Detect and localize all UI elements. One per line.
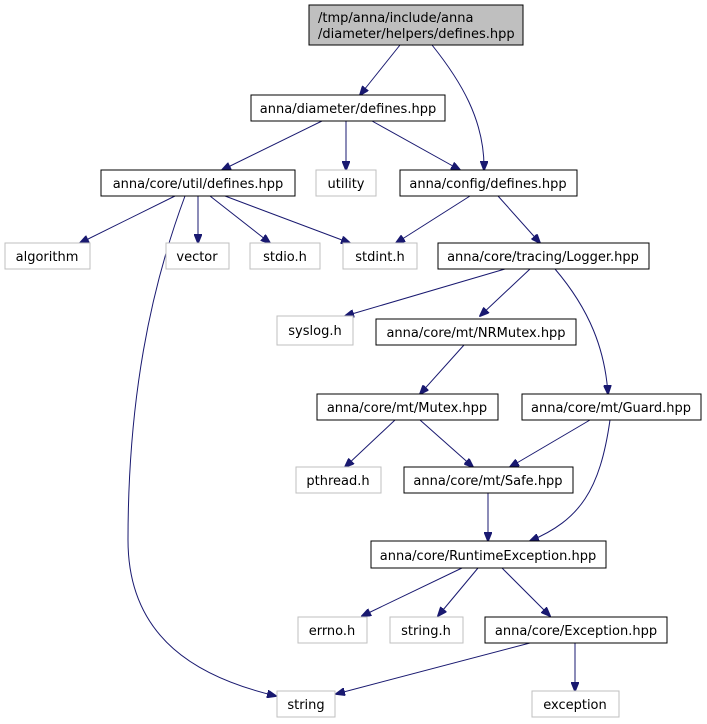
node-mutex[interactable]: anna/core/mt/Mutex.hpp <box>316 393 499 421</box>
node-diameter-defines-label: anna/diameter/defines.hpp <box>260 102 436 117</box>
node-logger[interactable]: anna/core/tracing/Logger.hpp <box>437 242 650 270</box>
node-config-defines-label: anna/config/defines.hpp <box>409 177 566 192</box>
node-errno-label: errno.h <box>309 624 356 639</box>
node-stdio[interactable]: stdio.h <box>249 242 321 270</box>
edge-util-to-stdio <box>209 195 270 243</box>
edge-util-to-algorithm <box>80 195 176 243</box>
edge-mutex-to-pthread <box>345 419 396 467</box>
edge-util-to-stdint <box>224 195 350 243</box>
edge-runtime-to-string-h <box>438 567 479 616</box>
node-syslog[interactable]: syslog.h <box>276 315 354 346</box>
edge-logger-to-syslog <box>345 268 506 316</box>
node-root[interactable]: /tmp/anna/include/anna /diameter/helpers… <box>308 4 524 46</box>
edge-diameter-to-util-defines <box>222 120 323 170</box>
node-utility-label: utility <box>328 177 365 192</box>
node-util-defines[interactable]: anna/core/util/defines.hpp <box>100 169 296 197</box>
node-mutex-label: anna/core/mt/Mutex.hpp <box>327 401 487 416</box>
node-exception[interactable]: exception <box>531 690 620 718</box>
node-util-defines-label: anna/core/util/defines.hpp <box>113 177 284 192</box>
node-algorithm[interactable]: algorithm <box>4 242 91 270</box>
edge-nrmutex-to-mutex <box>420 344 465 394</box>
edge-runtime-to-exception-hpp <box>501 567 550 616</box>
edge-exception-hpp-to-string <box>336 642 531 694</box>
node-root-label-line2: /diameter/helpers/defines.hpp <box>318 27 515 42</box>
edges <box>80 44 611 696</box>
node-root-label-line1: /tmp/anna/include/anna <box>318 11 473 26</box>
edge-config-to-stdint <box>396 195 471 243</box>
edge-util-to-string <box>127 195 276 696</box>
node-runtime-exception-label: anna/core/RuntimeException.hpp <box>380 549 596 564</box>
node-algorithm-label: algorithm <box>16 250 79 265</box>
edge-logger-to-nrmutex <box>480 268 531 316</box>
node-runtime-exception[interactable]: anna/core/RuntimeException.hpp <box>370 540 607 569</box>
edge-guard-to-runtime-exception <box>530 419 611 541</box>
node-logger-label: anna/core/tracing/Logger.hpp <box>447 250 639 265</box>
node-vector-label: vector <box>176 250 218 265</box>
nodes: /tmp/anna/include/anna /diameter/helpers… <box>4 4 702 718</box>
edge-logger-to-guard <box>554 268 608 394</box>
node-safe-label: anna/core/mt/Safe.hpp <box>413 474 562 489</box>
edge-root-to-config-defines <box>431 44 484 170</box>
node-utility[interactable]: utility <box>315 169 377 197</box>
edge-root-to-diameter-defines <box>360 44 401 95</box>
edge-mutex-to-safe <box>419 419 473 467</box>
node-nrmutex-label: anna/core/mt/NRMutex.hpp <box>386 326 565 341</box>
edge-diameter-to-config-defines <box>371 120 460 170</box>
node-string[interactable]: string <box>276 690 336 718</box>
node-errno[interactable]: errno.h <box>297 616 368 644</box>
node-stdint-label: stdint.h <box>355 250 404 265</box>
edge-guard-to-safe <box>510 419 591 467</box>
node-exception-hpp-label: anna/core/Exception.hpp <box>495 624 657 639</box>
node-exception-hpp[interactable]: anna/core/Exception.hpp <box>484 616 668 644</box>
node-guard-label: anna/core/mt/Guard.hpp <box>531 401 691 416</box>
node-stdint[interactable]: stdint.h <box>342 242 418 270</box>
node-guard[interactable]: anna/core/mt/Guard.hpp <box>521 393 702 421</box>
node-exception-label: exception <box>543 698 607 713</box>
node-safe[interactable]: anna/core/mt/Safe.hpp <box>403 466 574 494</box>
node-string-h[interactable]: string.h <box>389 616 464 644</box>
node-syslog-label: syslog.h <box>288 324 341 339</box>
node-nrmutex[interactable]: anna/core/mt/NRMutex.hpp <box>375 318 577 346</box>
node-vector[interactable]: vector <box>165 242 230 270</box>
node-string-h-label: string.h <box>401 624 451 639</box>
edge-runtime-to-errno <box>362 567 463 616</box>
edge-config-to-logger <box>497 195 540 243</box>
node-stdio-label: stdio.h <box>263 250 307 265</box>
node-diameter-defines[interactable]: anna/diameter/defines.hpp <box>250 94 446 122</box>
node-config-defines[interactable]: anna/config/defines.hpp <box>399 169 578 197</box>
node-string-label: string <box>287 698 324 713</box>
node-pthread[interactable]: pthread.h <box>295 466 382 494</box>
node-pthread-label: pthread.h <box>306 474 369 489</box>
